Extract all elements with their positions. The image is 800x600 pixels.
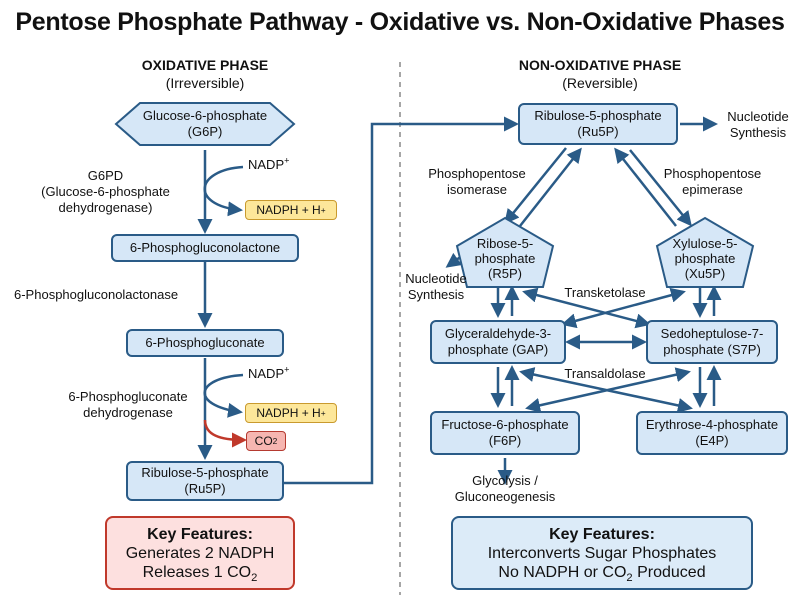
enzyme-6pgd-line1: 6-Phosphogluconate	[68, 389, 188, 404]
node-r5p: Ribose-5- phosphate (R5P)	[460, 236, 550, 281]
key-features-nonox-line2: No NADPH or CO2 Produced	[498, 563, 706, 584]
oxidative-heading: OXIDATIVE PHASE	[141, 57, 269, 73]
arrow-co2-curve	[203, 419, 247, 448]
e4p-line1: Erythrose-4-phosphate	[645, 417, 779, 432]
transketolase-label: Transketolase	[564, 285, 646, 300]
node-6-phosphogluconate: 6-Phosphogluconate	[126, 329, 284, 357]
node-xu5p: Xylulose-5- phosphate (Xu5P)	[660, 236, 750, 281]
nonoxidative-header: NON-OXIDATIVE PHASE (Reversible)	[495, 56, 705, 92]
nucleotide-left-line1: Nucleotide	[405, 271, 467, 286]
nadph-output-1: NADPH + H+	[245, 200, 337, 220]
key-features-nonoxidative: Key Features: Interconverts Sugar Phosph…	[451, 516, 753, 590]
epimerase-label: Phosphopentose epimerase	[655, 166, 770, 198]
key-features-nonox-title: Key Features:	[549, 525, 655, 543]
enzyme-g6pd-abbr: G6PD	[87, 168, 124, 183]
node-gap: Glyceraldehyde-3- phosphate (GAP)	[430, 320, 566, 364]
arrow-r5p-to-ru5p	[519, 147, 582, 227]
ru5p-nonox-name: Ribulose-5-phosphate	[534, 108, 662, 123]
nonoxidative-subheading: (Reversible)	[562, 75, 638, 91]
xu5p-line2: phosphate	[674, 251, 736, 266]
nucleotide-synthesis-left: Nucleotide Synthesis	[396, 271, 476, 303]
xu5p-line3: (Xu5P)	[684, 266, 726, 281]
nadp-input-2: NADP+	[248, 364, 290, 381]
node-f6p: Fructose-6-phosphate (F6P)	[430, 411, 580, 455]
key-features-oxidative: Key Features: Generates 2 NADPH Releases…	[105, 516, 295, 590]
enzyme-lactonase-label: 6-Phosphogluconolactonase	[14, 287, 179, 302]
arrow-nadp1-curve	[203, 165, 244, 217]
transaldolase-label: Transaldolase	[564, 366, 646, 381]
key-features-nonox-line1: Interconverts Sugar Phosphates	[487, 544, 717, 562]
node-ru5p-nonoxidative: Ribulose-5-phosphate (Ru5P)	[518, 103, 678, 145]
ru5p-nonox-abbr: (Ru5P)	[577, 124, 619, 139]
node-e4p: Erythrose-4-phosphate (E4P)	[636, 411, 788, 455]
epimerase-line2: epimerase	[682, 182, 743, 197]
s7p-line2: phosphate (S7P)	[663, 342, 761, 357]
arrow-ru5p-to-r5p	[504, 147, 567, 225]
key-features-oxidative-title: Key Features:	[147, 525, 253, 543]
isomerase-label: Phosphopentose isomerase	[422, 166, 532, 198]
node-6-phosphogluconolactone: 6-Phosphogluconolactone	[111, 234, 299, 262]
r5p-pentagon-shape	[455, 216, 555, 288]
e4p-line2: (E4P)	[695, 433, 729, 448]
xu5p-line1: Xylulose-5-	[672, 236, 738, 251]
arrow-ru5p-to-nonox	[284, 116, 519, 485]
enzyme-g6pd-line1: (Glucose-6-phosphate	[41, 184, 170, 199]
g6p-name: Glucose-6-phosphate	[142, 108, 268, 123]
oxidative-subheading: (Irreversible)	[165, 75, 245, 91]
oxidative-header: OXIDATIVE PHASE (Irreversible)	[110, 56, 300, 92]
xu5p-pentagon-shape	[655, 216, 755, 288]
ru5p-ox-abbr: (Ru5P)	[184, 481, 226, 496]
nucleotide-top-line1: Nucleotide	[727, 109, 789, 124]
arrow-xu5p-to-ru5p	[614, 147, 677, 227]
nucleotide-top-line2: Synthesis	[729, 125, 787, 140]
gap-line2: phosphate (GAP)	[447, 342, 549, 357]
ru5p-ox-name: Ribulose-5-phosphate	[141, 465, 269, 480]
enzyme-6pgd-label: 6-Phosphogluconate dehydrogenase	[58, 389, 198, 421]
gluconate-name: 6-Phosphogluconate	[145, 335, 265, 350]
r5p-line1: Ribose-5-	[476, 236, 534, 251]
arrow-tk-xu5p-to-gap	[561, 287, 686, 329]
arrow-nadp2-curve	[203, 373, 244, 418]
glycolysis-line1: Glycolysis /	[472, 473, 538, 488]
key-features-oxidative-line1: Generates 2 NADPH	[125, 544, 275, 562]
lactone-name: 6-Phosphogluconolactone	[129, 240, 281, 255]
node-s7p: Sedoheptulose-7- phosphate (S7P)	[646, 320, 778, 364]
key-features-oxidative-line2: Releases 1 CO2	[142, 563, 258, 584]
enzyme-g6pd-line2: dehydrogenase)	[58, 200, 153, 215]
g6p-abbr: (G6P)	[187, 124, 223, 139]
nadp-input-1: NADP+	[248, 155, 290, 172]
nadph-output-2: NADPH + H+	[245, 403, 337, 423]
nucleotide-left-line2: Synthesis	[407, 287, 465, 302]
node-ru5p-oxidative: Ribulose-5-phosphate (Ru5P)	[126, 461, 284, 501]
g6p-hexagon-shape	[114, 102, 296, 146]
arrow-ta-s7p-to-f6p	[525, 367, 691, 413]
isomerase-line1: Phosphopentose	[428, 166, 526, 181]
epimerase-line1: Phosphopentose	[663, 166, 762, 181]
gap-line1: Glyceraldehyde-3-	[444, 326, 552, 341]
r5p-line3: (R5P)	[488, 266, 522, 281]
enzyme-g6pd-label: G6PD (Glucose-6-phosphate dehydrogenase)	[18, 168, 193, 216]
r5p-line2: phosphate	[474, 251, 536, 266]
s7p-line1: Sedoheptulose-7-	[660, 326, 764, 341]
enzyme-6pgd-line2: dehydrogenase	[83, 405, 173, 420]
glycolysis-line2: Gluconeogenesis	[454, 489, 556, 504]
nucleotide-synthesis-top: Nucleotide Synthesis	[718, 109, 798, 141]
arrow-ru5p-to-xu5p	[629, 149, 692, 227]
page-title: Pentose Phosphate Pathway - Oxidative vs…	[15, 8, 785, 36]
f6p-line2: (F6P)	[488, 433, 522, 448]
nonoxidative-heading: NON-OXIDATIVE PHASE	[518, 57, 682, 73]
node-g6p: Glucose-6-phosphate (G6P)	[140, 106, 270, 142]
f6p-line1: Fructose-6-phosphate	[441, 417, 569, 432]
isomerase-line2: isomerase	[447, 182, 507, 197]
glycolysis-label: Glycolysis / Gluconeogenesis	[440, 473, 570, 505]
